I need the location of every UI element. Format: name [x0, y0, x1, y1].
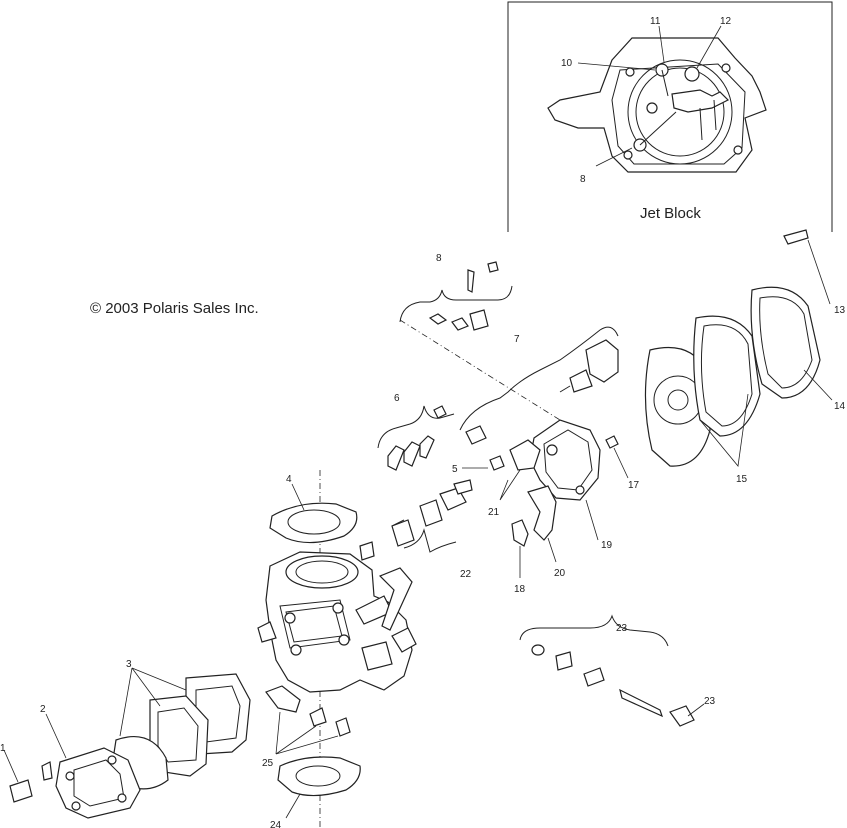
part-25c	[335, 717, 351, 737]
callout-6: 6	[394, 393, 400, 404]
part-screw-16	[605, 435, 619, 449]
callout-20: 21	[488, 507, 500, 518]
part-diaphragm-set: 13 14 15	[644, 229, 846, 485]
part-gasket-set-3: 3	[111, 659, 251, 790]
part-gasket-24: 24	[270, 756, 361, 828]
callout-13: 13	[834, 305, 846, 316]
part-group-7: 7	[459, 326, 619, 431]
inset-callout-8: 8	[580, 174, 586, 185]
callout-8: 8	[436, 253, 442, 264]
callout-18: 20	[554, 568, 566, 579]
inset-callout-11: 11	[650, 16, 661, 27]
part-19	[511, 519, 529, 547]
callout-15: 15	[736, 474, 748, 485]
callout-3: 3	[126, 659, 132, 670]
callout-1: 1	[0, 743, 6, 754]
part-screw-1	[9, 779, 33, 803]
inset-callout-10: 10	[561, 58, 573, 69]
callout-23: 23	[704, 696, 716, 707]
part-gasket-4: 4	[269, 474, 358, 544]
part-group-8: 8	[399, 253, 513, 331]
callout-21: 22	[460, 569, 472, 580]
part-21d	[453, 479, 473, 495]
callout-22: 23	[616, 623, 628, 634]
callout-17: 19	[601, 540, 613, 551]
callout-24: 24	[270, 820, 282, 828]
part-pump-cover-2: 2	[40, 704, 141, 819]
part-cover-17: 19	[465, 419, 613, 551]
jet-block-inset: 10 11 12 8 Jet Block	[507, 1, 833, 232]
callout-5: 5	[452, 464, 458, 475]
callout-4: 4	[286, 474, 292, 485]
inset-title: Jet Block	[640, 205, 701, 222]
part-21b	[419, 499, 443, 527]
inset-callout-12: 12	[720, 16, 732, 27]
part-25b	[309, 707, 327, 727]
callout-19: 18	[514, 584, 526, 595]
callout-25: 25	[262, 758, 274, 769]
copyright-notice: © 2003 Polaris Sales Inc.	[90, 300, 259, 317]
callout-16: 17	[628, 480, 640, 491]
part-21a	[391, 519, 415, 547]
part-carburetor-body	[257, 541, 417, 693]
part-group-6: 6	[377, 393, 455, 471]
part-25a	[265, 685, 301, 713]
callout-14: 14	[834, 401, 846, 412]
part-screw-1b	[41, 761, 53, 781]
part-18	[527, 485, 557, 541]
callout-2: 2	[40, 704, 46, 715]
callout-7: 7	[514, 334, 520, 345]
part-needle-assembly-22: 23 23	[519, 614, 716, 727]
